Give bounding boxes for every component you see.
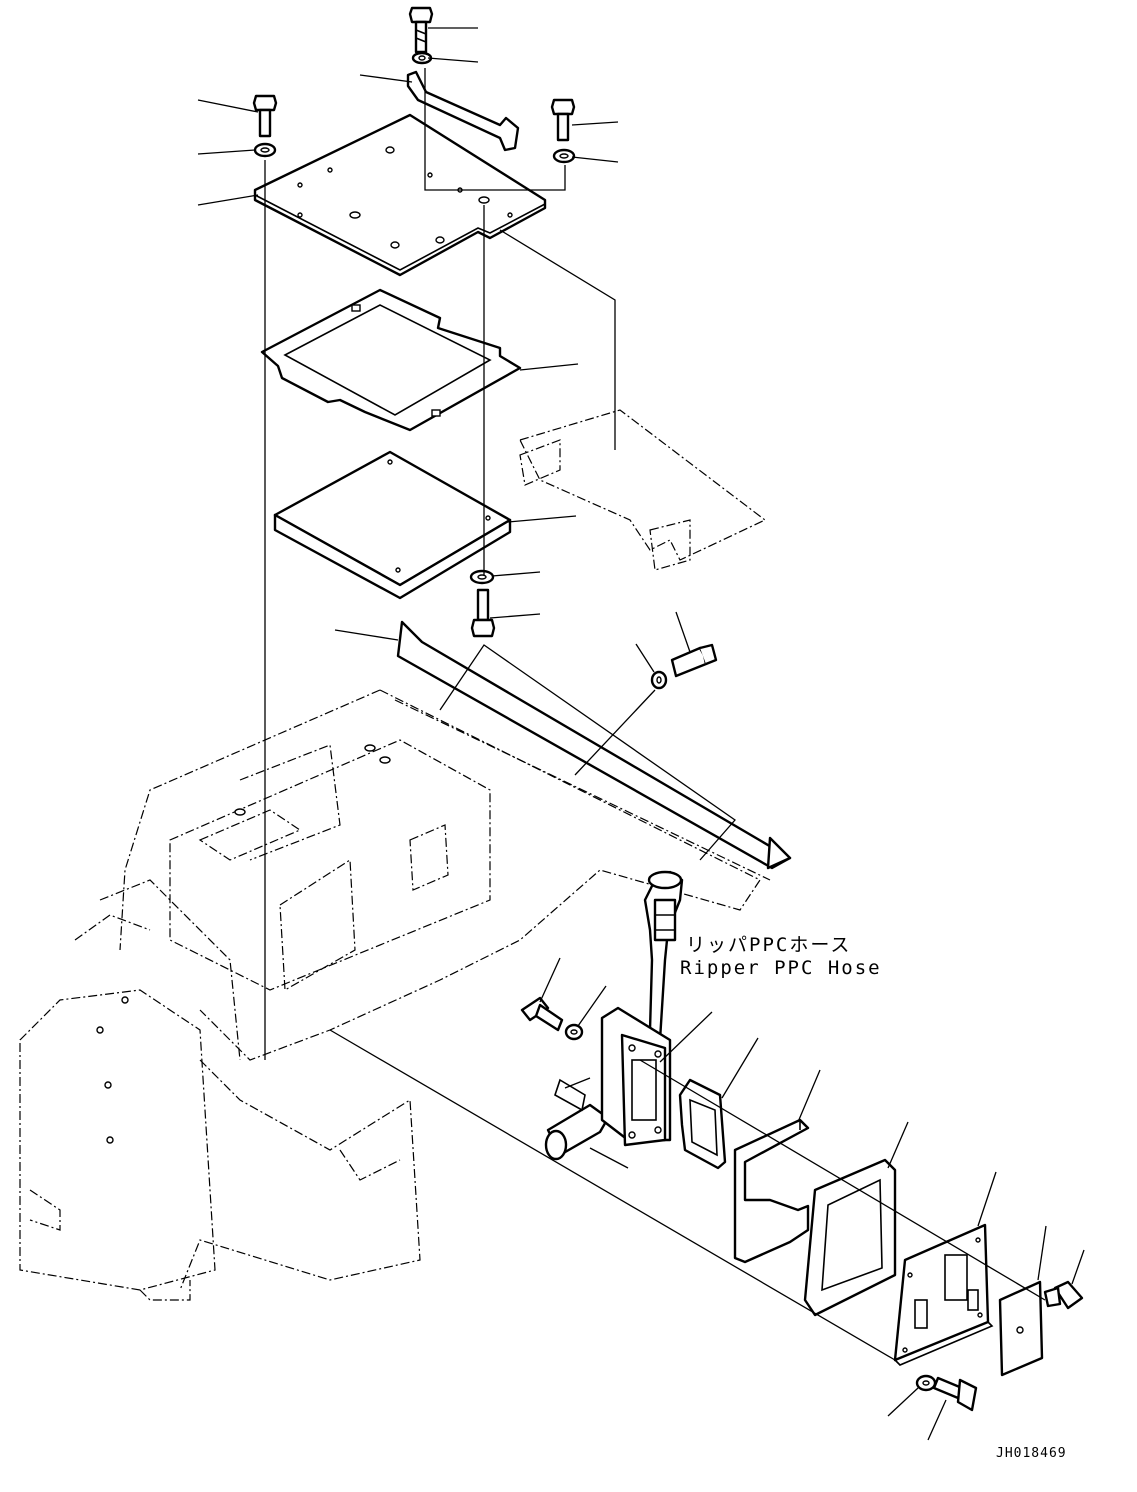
hose-label-japanese: リッパPPCホース [686,934,852,956]
hose-grommet-plate-icon [600,1006,672,1147]
access-bolt-left-icon [520,996,564,1032]
left-washer-icon [253,142,277,158]
insulation-pad-icon [273,450,512,600]
side-bolt-upper-icon [670,643,718,678]
lower-washer-icon [469,569,495,585]
access-cover-gasket-icon [803,1158,897,1317]
hose-elbow-fitting-icon [544,1078,610,1161]
right-washer-icon [552,148,576,164]
chassis-frame-outline [19,409,771,1301]
right-bolt-icon [550,98,576,142]
access-washer-bottom-icon [915,1374,937,1392]
drawing-number: JH018469 [996,1446,1067,1461]
side-washer-upper-icon [650,670,668,690]
access-gasket-small-icon [678,1078,727,1170]
cover-plate-icon [253,113,547,277]
chassis-studs [96,744,391,1144]
hose-label-english: Ripper PPC Hose [680,957,882,979]
access-washer-left-icon [564,1023,584,1041]
access-small-plate-icon [998,1280,1044,1377]
gasket-frame-icon [260,288,522,432]
access-insulation-icon [733,1118,810,1264]
callout-leaders [197,27,1085,1441]
left-bolt-icon [252,94,278,138]
top-washer-icon [411,51,433,65]
alignment-lines [264,68,1046,1361]
seal-strip-icon [396,620,792,870]
mounting-bracket-icon [406,70,520,152]
access-bolt-bottom-icon [932,1376,978,1412]
access-bolt-right-icon [1043,1280,1084,1310]
lower-bolt-icon [470,588,496,638]
access-cover-plate-icon [893,1223,994,1366]
top-bolt-icon [408,6,434,54]
